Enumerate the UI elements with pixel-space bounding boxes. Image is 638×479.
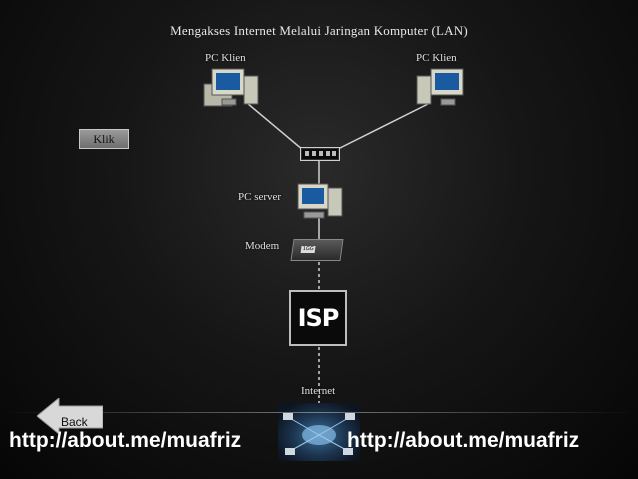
back-arrow-icon	[37, 398, 103, 434]
divider	[0, 412, 638, 413]
isp-logo: ISP	[289, 290, 347, 346]
modem-icon: 1GG	[290, 239, 344, 261]
slide-title: Mengakses Internet Melalui Jaringan Komp…	[170, 23, 468, 38]
klik-button[interactable]: Klik	[79, 129, 129, 149]
pc-server-icon	[297, 183, 343, 219]
pc-klien-right-icon	[416, 68, 464, 106]
back-button[interactable]: Back	[37, 398, 103, 434]
link-right-client-switch	[335, 102, 431, 151]
footer-link-left[interactable]: http://about.me/muafriz	[9, 429, 242, 452]
pc-server-label: PC server	[238, 191, 282, 203]
back-button-label: Back	[61, 415, 88, 429]
footer-link-right[interactable]: http://about.me/muafriz	[347, 429, 580, 452]
switch-hub-icon	[300, 147, 340, 161]
modem-badge: 1GG	[300, 246, 316, 253]
internet-label: Internet	[301, 385, 336, 397]
pc-klien-left-label: PC Klien	[205, 52, 246, 64]
link-left-client-switch	[246, 102, 304, 151]
pc-klien-right-label: PC Klien	[416, 52, 457, 64]
modem-label: Modem	[245, 240, 280, 252]
pc-klien-left-icon	[203, 68, 259, 107]
